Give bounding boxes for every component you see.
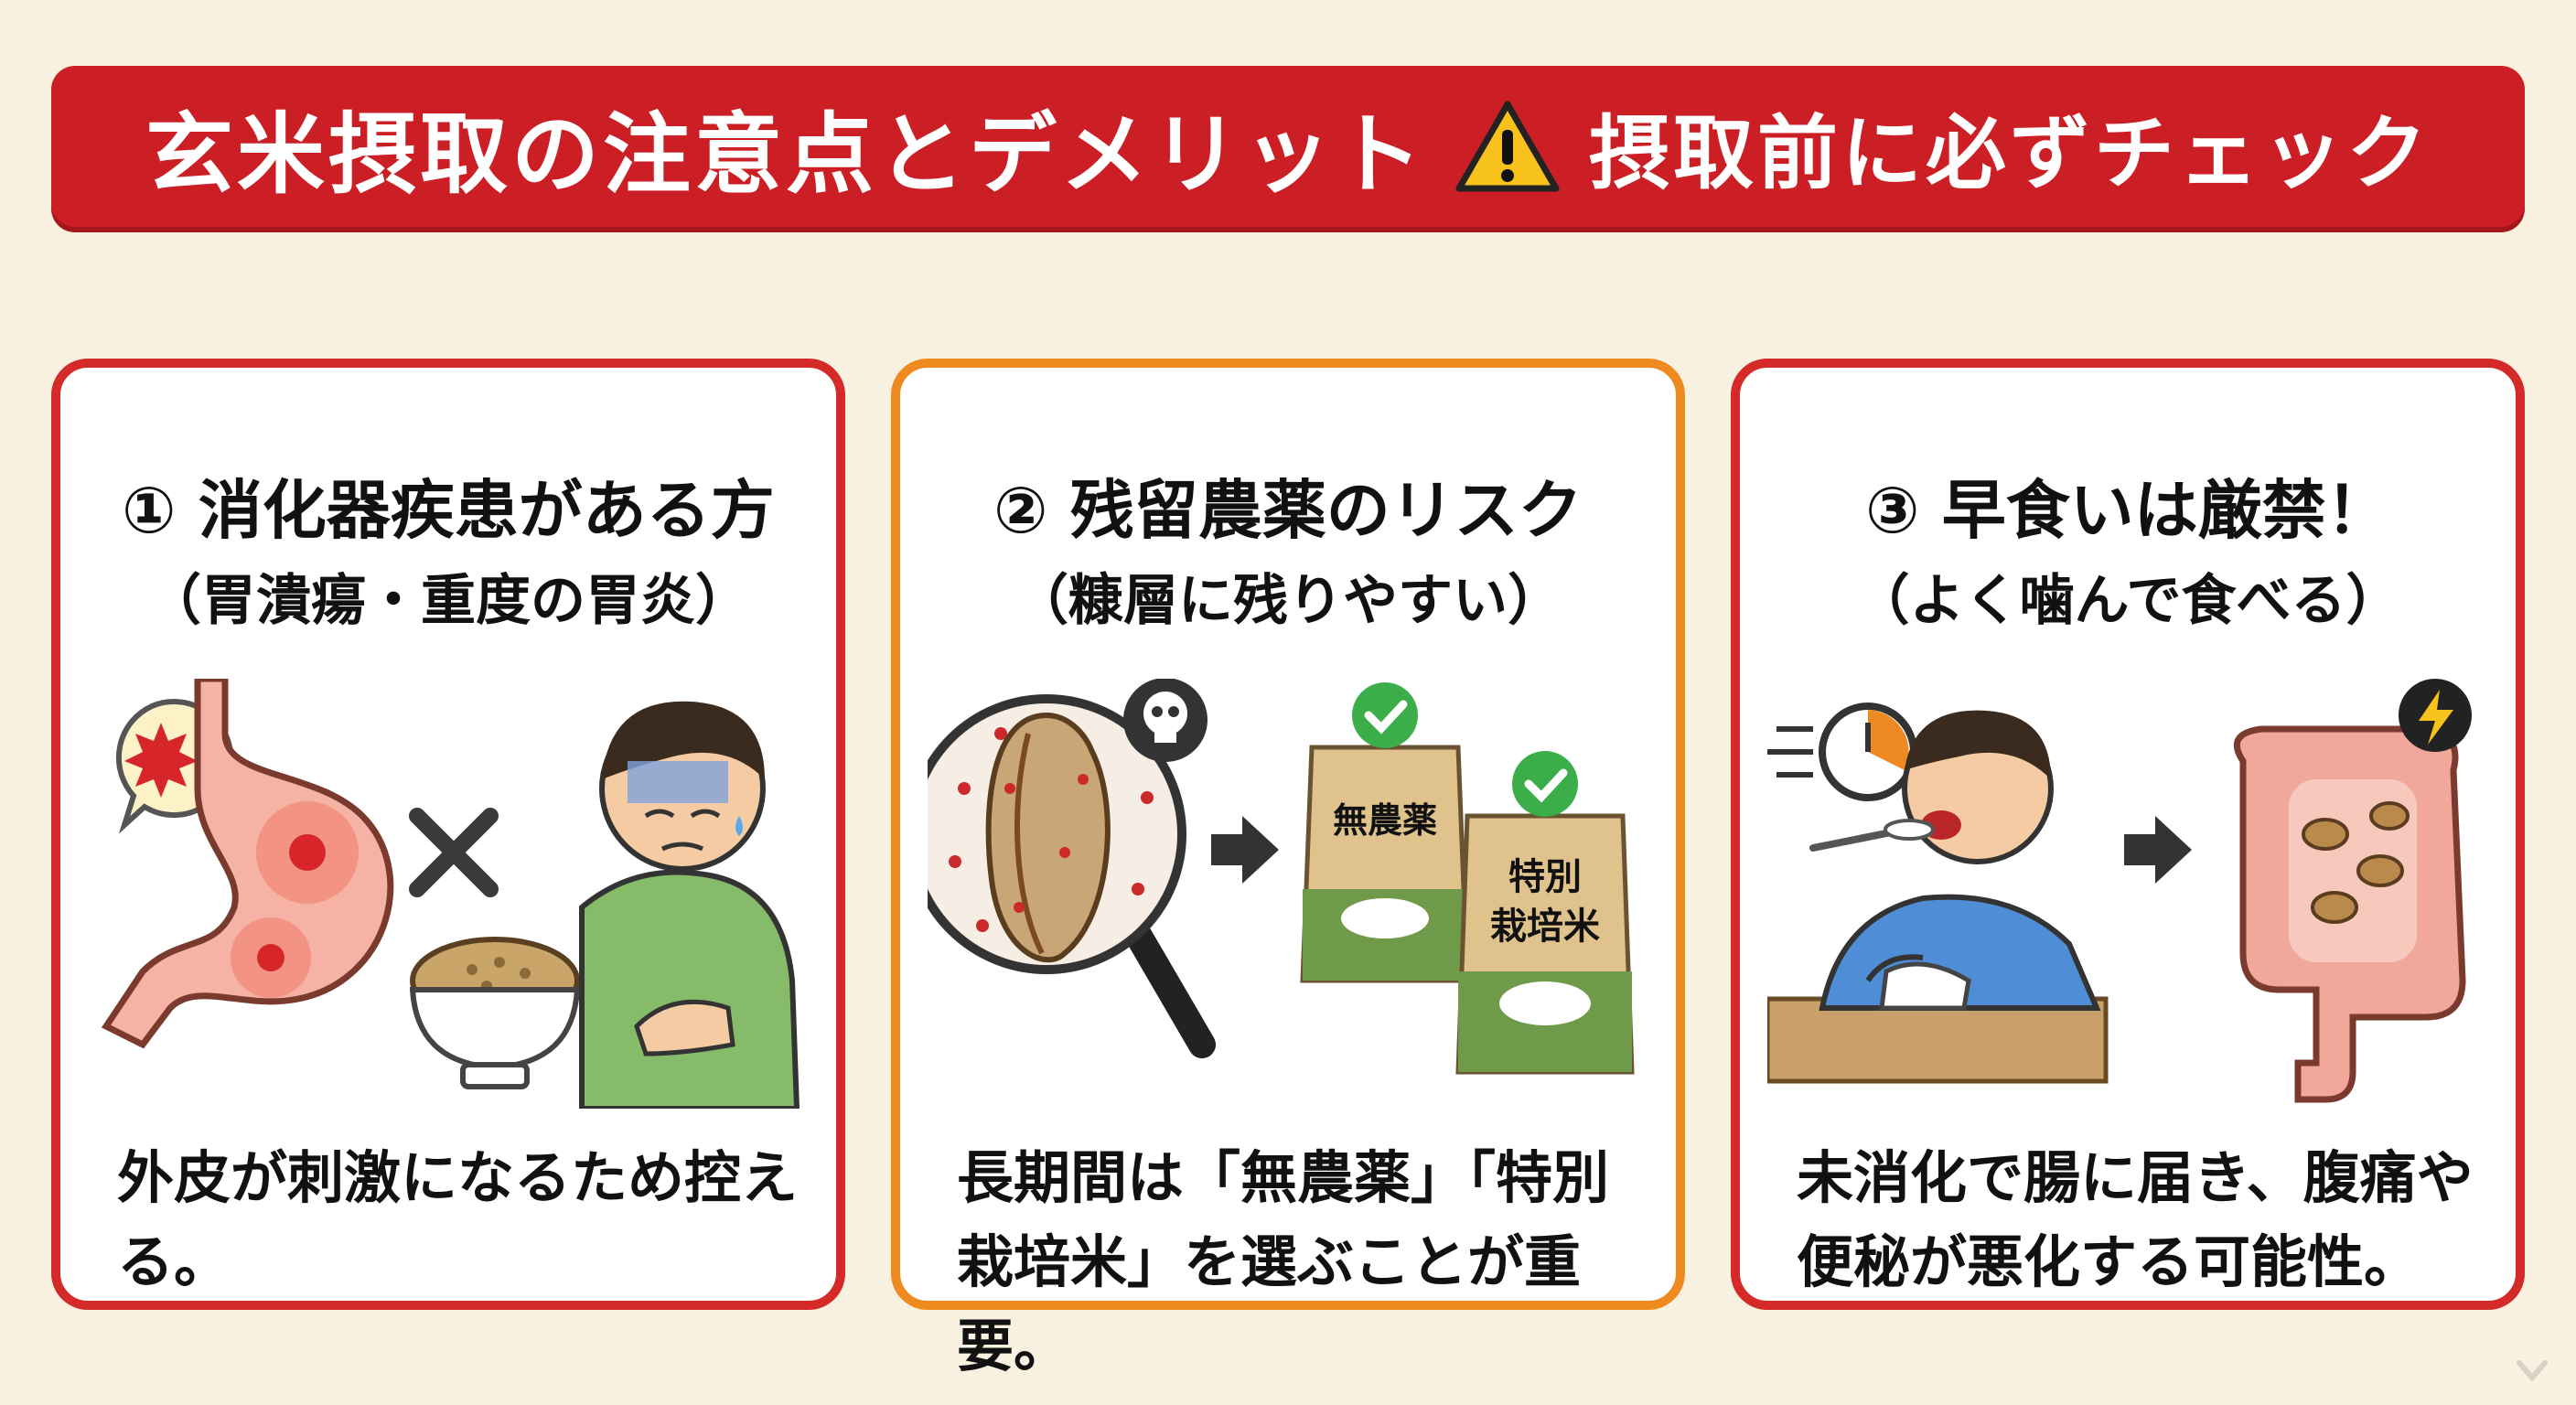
skull-icon xyxy=(1123,679,1208,762)
header-banner: 玄米摂取の注意点とデメリット 摂取前に必ずチェック xyxy=(51,66,2525,227)
card-illustration xyxy=(1767,679,2472,1103)
check-icon xyxy=(1352,682,1418,748)
lightning-icon xyxy=(2399,679,2472,752)
brown-rice-bowl-icon xyxy=(409,937,581,1089)
card-eating-fast: ③ 早食いは厳禁！ （よく噛んで食べる） xyxy=(1731,359,2525,1310)
clock-icon xyxy=(1767,702,1917,801)
card-description: 外皮が刺激になるため控える。 xyxy=(117,1144,799,1295)
arrow-right-icon xyxy=(2124,816,2192,884)
rice-bag-icon: 無農薬 xyxy=(1300,745,1470,983)
check-icon xyxy=(1512,751,1578,817)
bag-label: 無農薬 xyxy=(1333,800,1437,841)
page-subtitle: 摂取前に必ずチェック xyxy=(1588,105,2431,200)
eating-person-icon xyxy=(1767,710,2109,1084)
card-illustration: 無農薬 特別 栽培米 xyxy=(928,679,1635,1075)
cross-mark-icon xyxy=(409,808,499,897)
card-description: 未消化で腸に届き、腹痛や便秘が悪化する可能性。 xyxy=(1797,1144,2474,1295)
sick-person-icon xyxy=(579,701,800,1109)
bag-label: 特別 xyxy=(1508,856,1582,898)
warning-triangle-icon xyxy=(1454,99,1562,194)
card-title: ② 残留農薬のリスク xyxy=(993,473,1583,548)
arrow-right-icon xyxy=(1211,816,1279,884)
card-description: 長期間は「無農薬」「特別栽培米」を選ぶことが重要。 xyxy=(957,1144,1610,1379)
card-subtitle: （よく噛んで食べる） xyxy=(1854,569,2401,633)
card-pesticide-risk: ② 残留農薬のリスク （糠層に残りやすい） xyxy=(891,359,1685,1379)
intestine-icon xyxy=(2233,725,2466,1103)
bag-label: 栽培米 xyxy=(1490,906,1600,948)
chevron-down-icon xyxy=(2517,1360,2548,1382)
card-illustration xyxy=(101,679,800,1109)
stomach-icon xyxy=(101,679,394,1049)
rice-bag-icon: 特別 栽培米 xyxy=(1455,813,1635,1075)
card-title: ① 消化器疾患がある方 xyxy=(122,473,775,548)
card-subtitle: （糠層に残りやすい） xyxy=(1014,569,1562,633)
card-title: ③ 早食いは厳禁！ xyxy=(1865,473,2390,548)
card-subtitle: （胃潰瘍・重度の胃炎） xyxy=(146,569,750,633)
card-digestive-disease: ① 消化器疾患がある方 （胃潰瘍・重度の胃炎） xyxy=(51,359,845,1310)
page-title: 玄米摂取の注意点とデメリット xyxy=(145,102,1426,206)
rice-grain-icon xyxy=(985,712,1111,963)
